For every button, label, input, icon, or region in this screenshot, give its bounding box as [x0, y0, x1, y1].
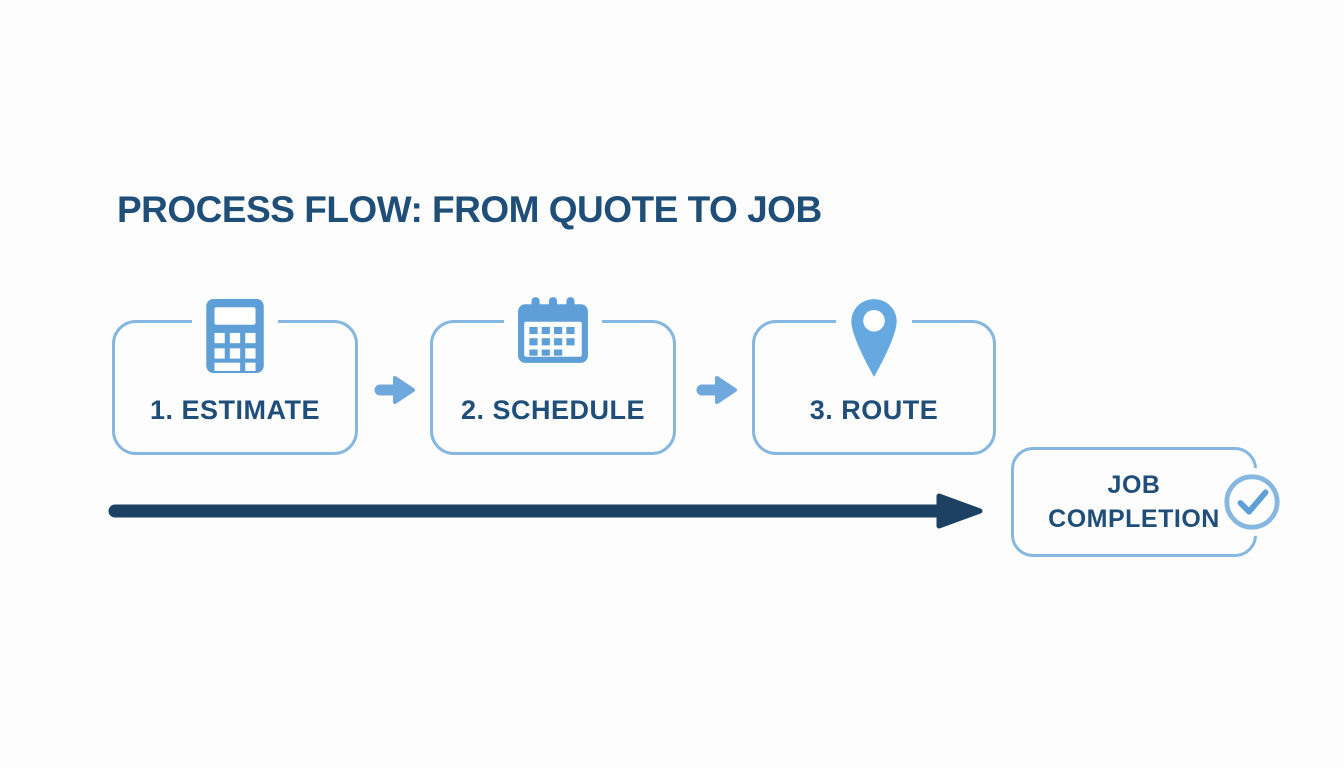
page-title: PROCESS FLOW: FROM QUOTE TO JOB [117, 189, 822, 230]
final-box-job-completion: JOB COMPLETION [1011, 447, 1286, 557]
map-pin-icon [836, 297, 912, 379]
right-arrow-icon [696, 372, 740, 408]
step-box-schedule: 2. SCHEDULE [430, 297, 676, 455]
step-box-estimate: 1. ESTIMATE [112, 297, 358, 455]
step-label-estimate: 1. ESTIMATE [149, 395, 321, 425]
step-label-schedule: 2. SCHEDULE [460, 395, 646, 425]
right-arrow-icon [374, 372, 418, 408]
long-right-arrow-icon [106, 492, 986, 530]
step-box-route: 3. ROUTE [752, 297, 996, 455]
calendar-icon [504, 297, 602, 365]
step-label-route: 3. ROUTE [809, 395, 939, 425]
check-circle-icon [1218, 468, 1286, 536]
final-label-job-completion: JOB COMPLETION [1048, 471, 1220, 533]
calculator-icon [192, 297, 278, 375]
